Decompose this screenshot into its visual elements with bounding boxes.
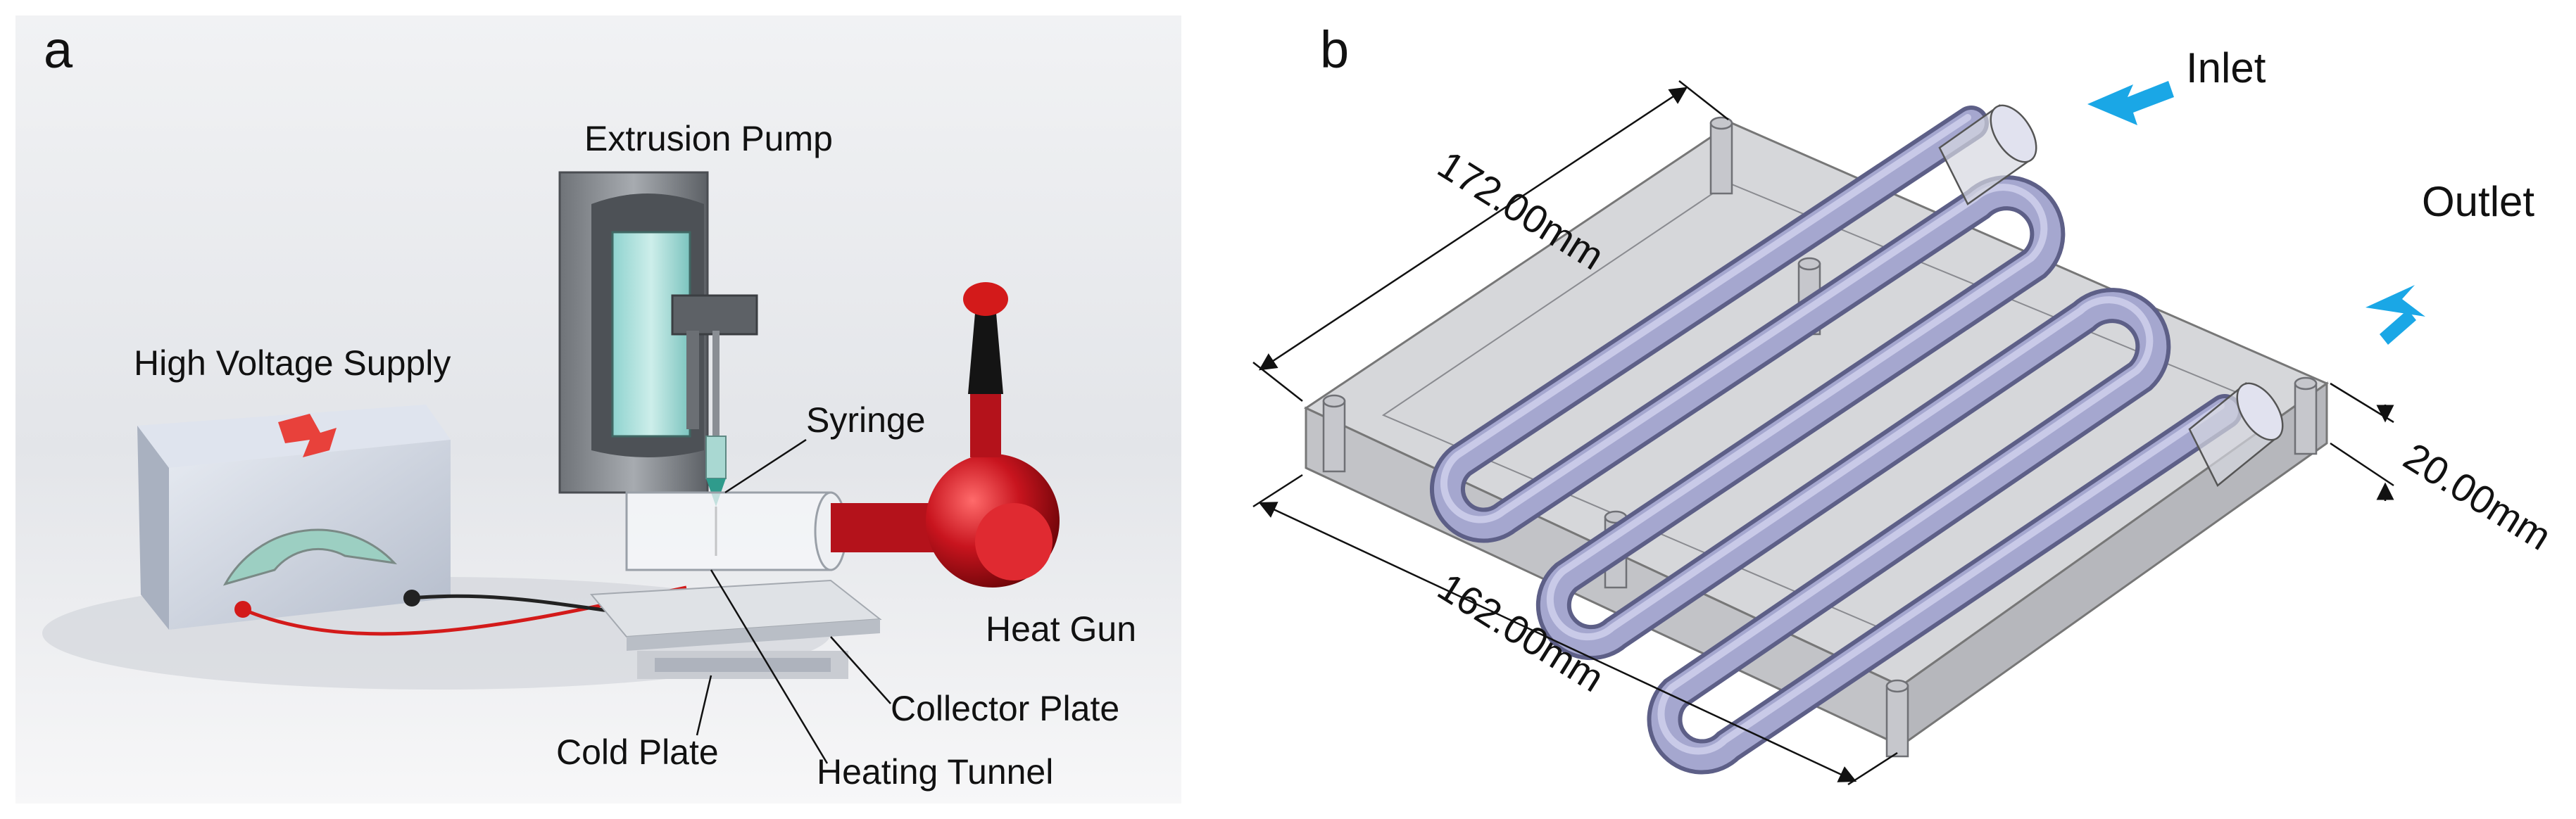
extrusion-pump-label: Extrusion Pump (584, 119, 833, 158)
panel-a-electrospinning-setup: a Extrusion Pump High Voltage Supply Syr… (0, 0, 1197, 819)
high-voltage-supply-box (137, 405, 451, 630)
cold-plate-label: Cold Plate (556, 732, 719, 772)
collector-plate-label: Collector Plate (891, 689, 1120, 728)
heating-tunnel-leader (710, 569, 829, 764)
heat-gun-label: Heat Gun (986, 609, 1137, 649)
outlet-arrow-shaft (2380, 310, 2416, 345)
panel-b-letter: b (1320, 20, 1350, 79)
syringe-leader (724, 438, 807, 494)
heating-tunnel-label: Heating Tunnel (817, 752, 1054, 792)
outlet-label: Outlet (2422, 178, 2535, 225)
panel-a-letter: a (44, 20, 73, 79)
heating-tunnel (625, 491, 848, 571)
cold-plate-leader (696, 675, 712, 736)
dimension-lines (1252, 80, 2394, 786)
heat-gun (831, 282, 1060, 588)
inlet-arrow (2087, 81, 2174, 125)
collector-and-cold-plate (589, 579, 882, 679)
cold-plate-cad-drawing: 172.00mm 162.00mm 20.00mm (1252, 80, 2559, 786)
thickness-dimension-label: 20.00mm (2396, 434, 2559, 559)
panel-b-cold-plate-drawing: 172.00mm 162.00mm 20.00mm b Inlet Outlet (1211, 0, 2576, 819)
extrusion-pump (558, 171, 758, 494)
inlet-label: Inlet (2186, 44, 2266, 91)
inlet-port (1938, 104, 2037, 205)
length-dimension-label: 172.00mm (1431, 142, 1612, 279)
syringe-label: Syringe (806, 400, 926, 440)
black-cable (411, 594, 620, 614)
collector-plate-leader (830, 636, 891, 704)
outlet-port (2188, 382, 2284, 487)
setup-illustration (15, 15, 1181, 804)
high-voltage-supply-label: High Voltage Supply (134, 343, 451, 383)
outlet-arrow (2365, 285, 2425, 317)
